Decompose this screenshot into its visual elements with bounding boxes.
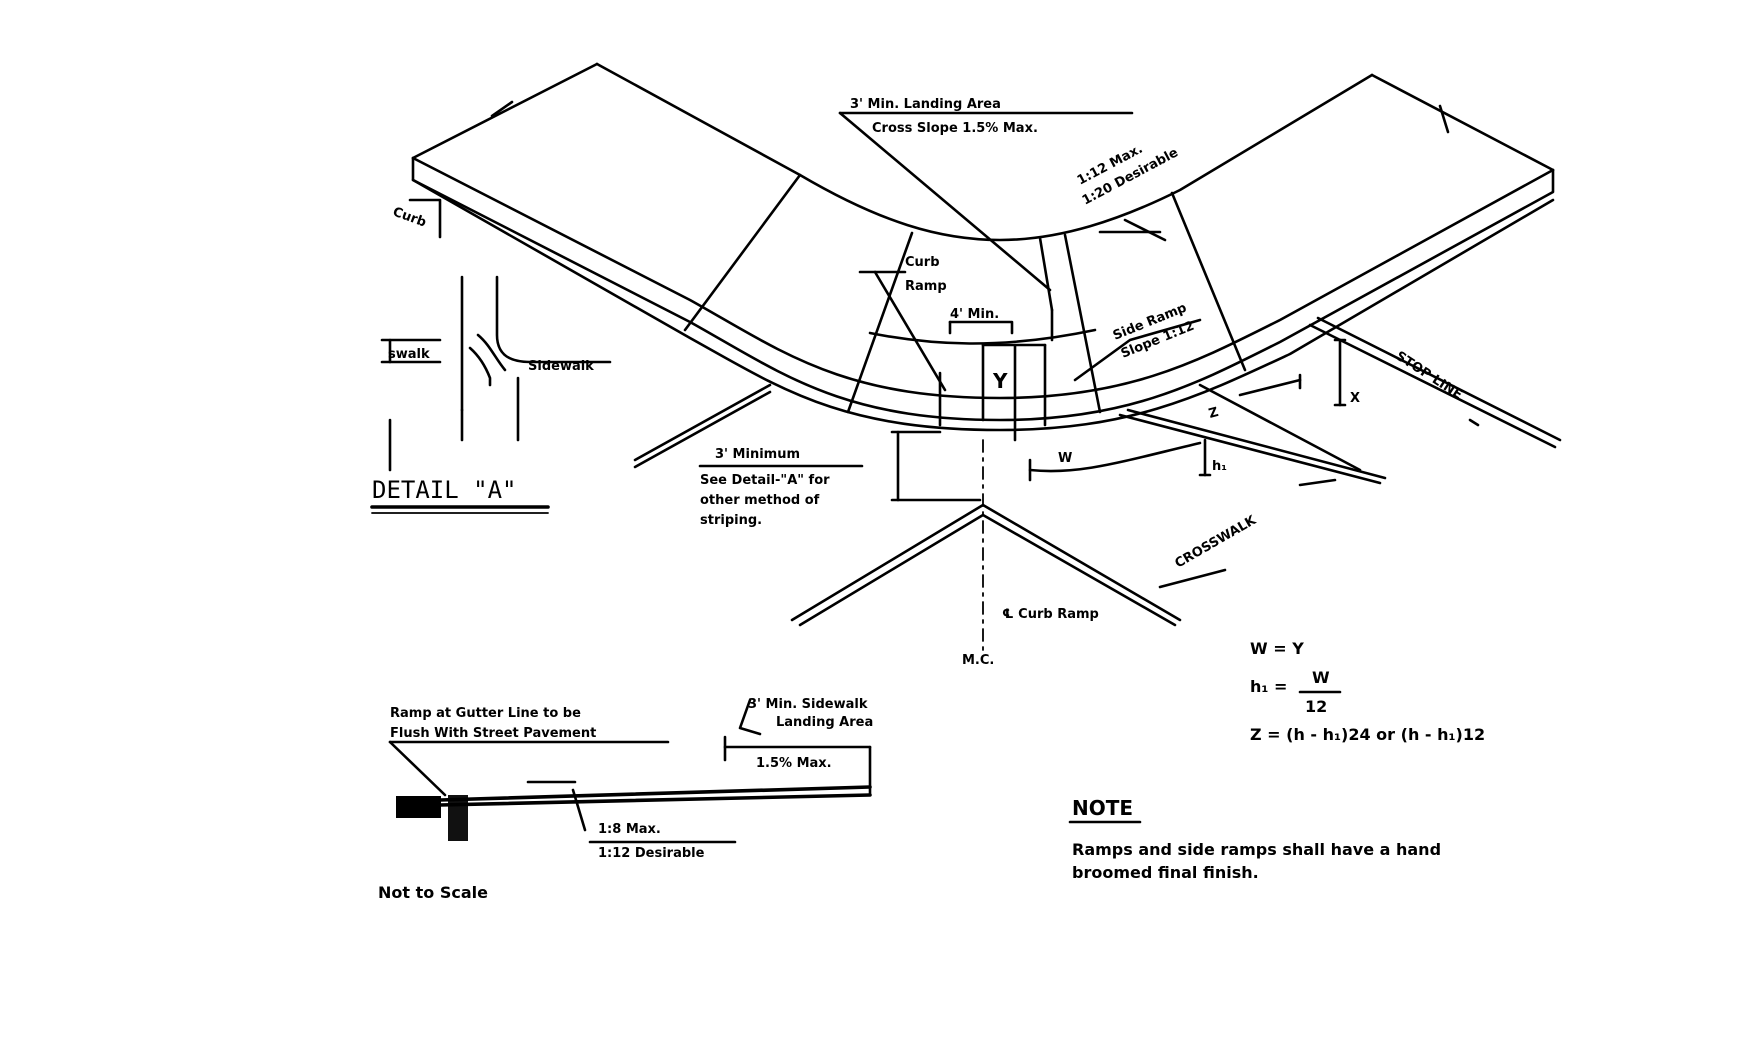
curb-block xyxy=(448,795,468,841)
crosswalk-label: CROSSWALK xyxy=(1173,513,1260,572)
sidewalk-outline xyxy=(411,62,1555,432)
formula-2-left: h₁ = xyxy=(1250,677,1287,696)
curb-ramp-label-1: Curb xyxy=(905,255,940,270)
y-box xyxy=(948,320,1047,427)
h1-label: h₁ xyxy=(1212,459,1227,474)
curb-label: Curb xyxy=(391,205,429,231)
gutter-block xyxy=(396,796,441,818)
note-line-1: Ramps and side ramps shall have a hand xyxy=(1072,840,1441,859)
formula-1: W = Y xyxy=(1250,639,1304,658)
formula-2-num: W xyxy=(1312,668,1330,687)
slope-18-label: 1:8 Max. xyxy=(598,822,661,837)
x-label: X xyxy=(1350,391,1360,406)
cross-slope-label: Cross Slope 1.5% Max. xyxy=(872,121,1038,136)
ramp-gutter-label-1: Ramp at Gutter Line to be xyxy=(390,706,581,721)
y-label: Y xyxy=(992,369,1008,393)
sidewalk-landing-label-2: Landing Area xyxy=(776,715,873,730)
four-min-label: 4' Min. xyxy=(950,307,999,322)
cl-curb-ramp-label: ℄ Curb Ramp xyxy=(1002,607,1099,622)
landing-area-label: 3' Min. Landing Area xyxy=(850,97,1001,112)
slope-112-label: 1:12 Desirable xyxy=(598,846,705,861)
leader-lines xyxy=(408,111,1202,468)
detail-sidewalk-label: Sidewalk xyxy=(528,359,594,374)
crosswalk-lines xyxy=(633,316,1562,656)
detail-crosswalk-label: swalk xyxy=(388,347,430,362)
z-label: Z xyxy=(1207,405,1220,422)
stop-line-label: STOP LINE xyxy=(1393,349,1465,403)
slope-15-label: 1.5% Max. xyxy=(756,756,832,771)
see-detail-label-3: striping. xyxy=(700,513,762,528)
note-line-2: broomed final finish. xyxy=(1072,863,1259,882)
see-detail-label-1: See Detail-"A" for xyxy=(700,473,830,488)
ramp-radial-lines xyxy=(683,173,1247,442)
detail-a-title: DETAIL "A" xyxy=(372,476,517,504)
see-detail-label-2: other method of xyxy=(700,493,820,508)
note-title: NOTE xyxy=(1072,796,1133,820)
not-to-scale-label: Not to Scale xyxy=(378,883,488,902)
mc-label: M.C. xyxy=(962,653,994,668)
formula-2-den: 12 xyxy=(1305,697,1327,716)
sidewalk-landing-label-1: 3' Min. Sidewalk xyxy=(748,697,868,712)
detail-a-sketch xyxy=(370,275,612,514)
three-minimum-label: 3' Minimum xyxy=(715,447,800,462)
ramp-cross-section xyxy=(388,698,1142,844)
ramp-gutter-label-2: Flush With Street Pavement xyxy=(390,726,596,741)
curb-ramp-label-2: Ramp xyxy=(905,279,947,294)
formula-3: Z = (h - h₁)24 or (h - h₁)12 xyxy=(1250,725,1485,744)
w-label: W xyxy=(1058,451,1072,466)
